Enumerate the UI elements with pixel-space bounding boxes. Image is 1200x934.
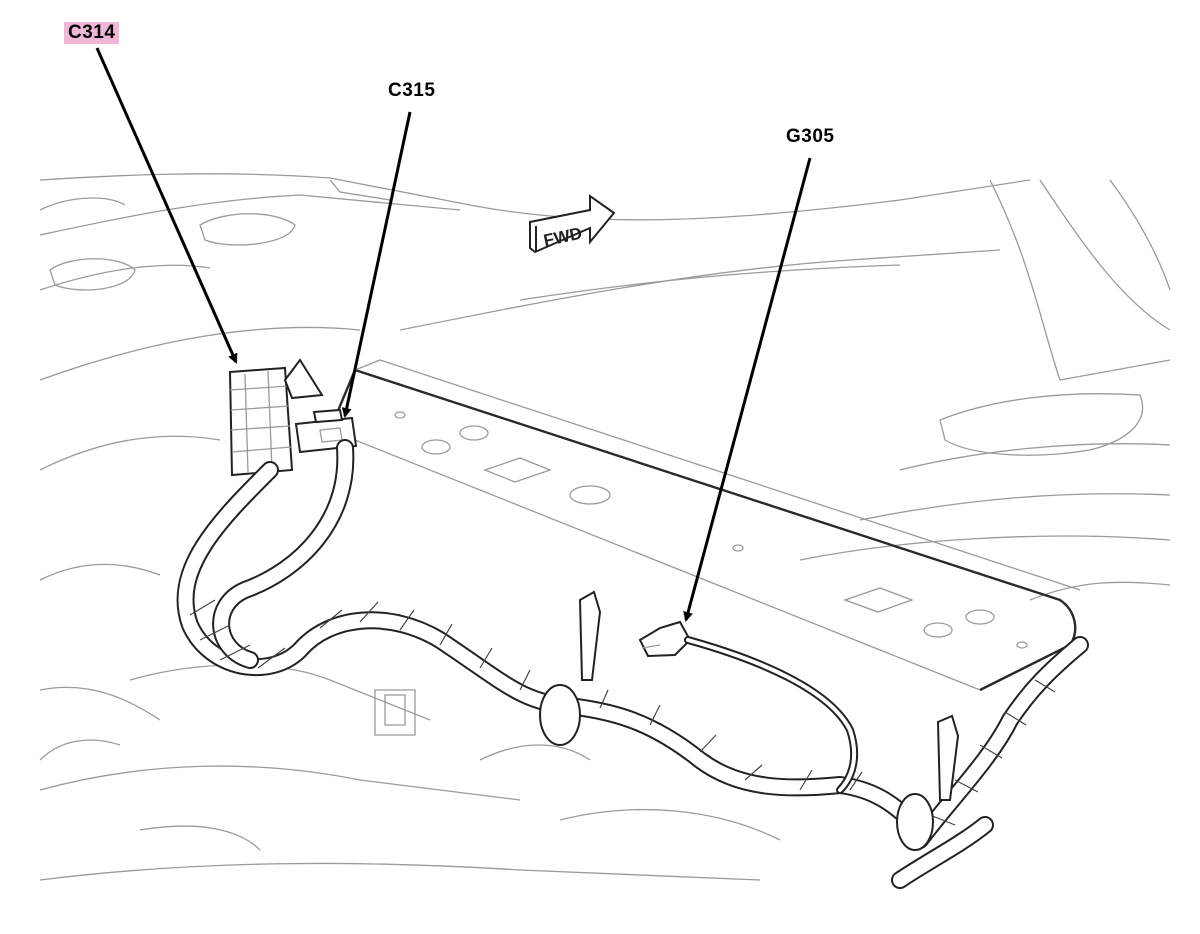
leader-lines xyxy=(95,47,812,622)
crossmember-hole xyxy=(569,485,611,505)
crossmember-hole xyxy=(459,425,489,441)
leader-g305 xyxy=(683,157,812,622)
fwd-arrow-icon: FWD xyxy=(529,194,616,254)
ground-g305 xyxy=(638,620,859,794)
leader-c314 xyxy=(95,47,238,364)
harness-clip xyxy=(896,714,960,851)
floor-pan-outline xyxy=(39,173,1171,881)
callout-g305: G305 xyxy=(786,126,835,147)
callout-c315: C315 xyxy=(388,80,436,101)
crossmember-hole xyxy=(965,609,995,625)
callout-c314: C314 xyxy=(64,22,120,44)
crossmember-pad xyxy=(483,457,552,483)
crossmember-hole xyxy=(421,439,451,455)
leader-c315 xyxy=(341,111,412,418)
crossmember-hole xyxy=(923,622,953,638)
connector-c314 xyxy=(228,358,324,477)
wiring-harness xyxy=(176,439,1089,889)
harness-clip xyxy=(539,590,602,746)
crossmember-hole xyxy=(1016,641,1028,649)
crossmember-pad xyxy=(843,587,914,613)
crossmember-hole xyxy=(394,411,406,419)
crossmember-hole xyxy=(732,544,744,552)
